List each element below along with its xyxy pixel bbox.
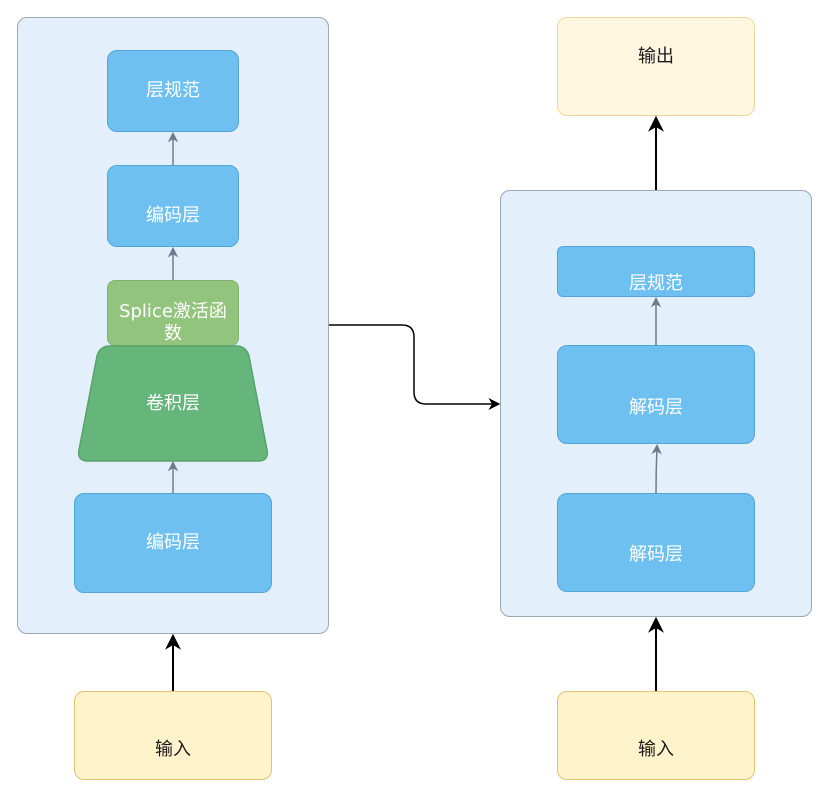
- decoder-bottom-node: 解码层: [557, 493, 755, 592]
- encoder-top-node: 编码层: [107, 165, 239, 247]
- decoder-output-node: 输出: [557, 17, 755, 116]
- conv-layer-shape: [77, 345, 269, 462]
- decoder-top-label: 解码层: [629, 396, 683, 418]
- decoder-input-node: 输入: [557, 691, 755, 780]
- encoder-bottom-node: 编码层: [74, 493, 272, 593]
- decoder-layer-norm-label: 层规范: [629, 272, 683, 294]
- decoder-layer-norm-node: 层规范: [557, 246, 755, 297]
- decoder-output-label: 输出: [638, 45, 674, 67]
- arrow-encoder-to-decoder: [329, 324, 501, 410]
- encoder-layer-norm-node: 层规范: [107, 50, 239, 132]
- encoder-input-node: 输入: [74, 691, 272, 780]
- encoder-bottom-label: 编码层: [146, 532, 200, 553]
- encoder-layer-norm-label: 层规范: [146, 80, 200, 101]
- arrow-decoder-bottom-to-top: [651, 443, 662, 494]
- decoder-bottom-label: 解码层: [629, 543, 683, 565]
- splice-activation-label: Splice激活函数: [119, 301, 227, 344]
- encoder-input-label: 输入: [155, 738, 191, 760]
- encoder-top-label: 编码层: [146, 205, 200, 226]
- decoder-input-label: 输入: [638, 738, 674, 760]
- decoder-top-node: 解码层: [557, 345, 755, 444]
